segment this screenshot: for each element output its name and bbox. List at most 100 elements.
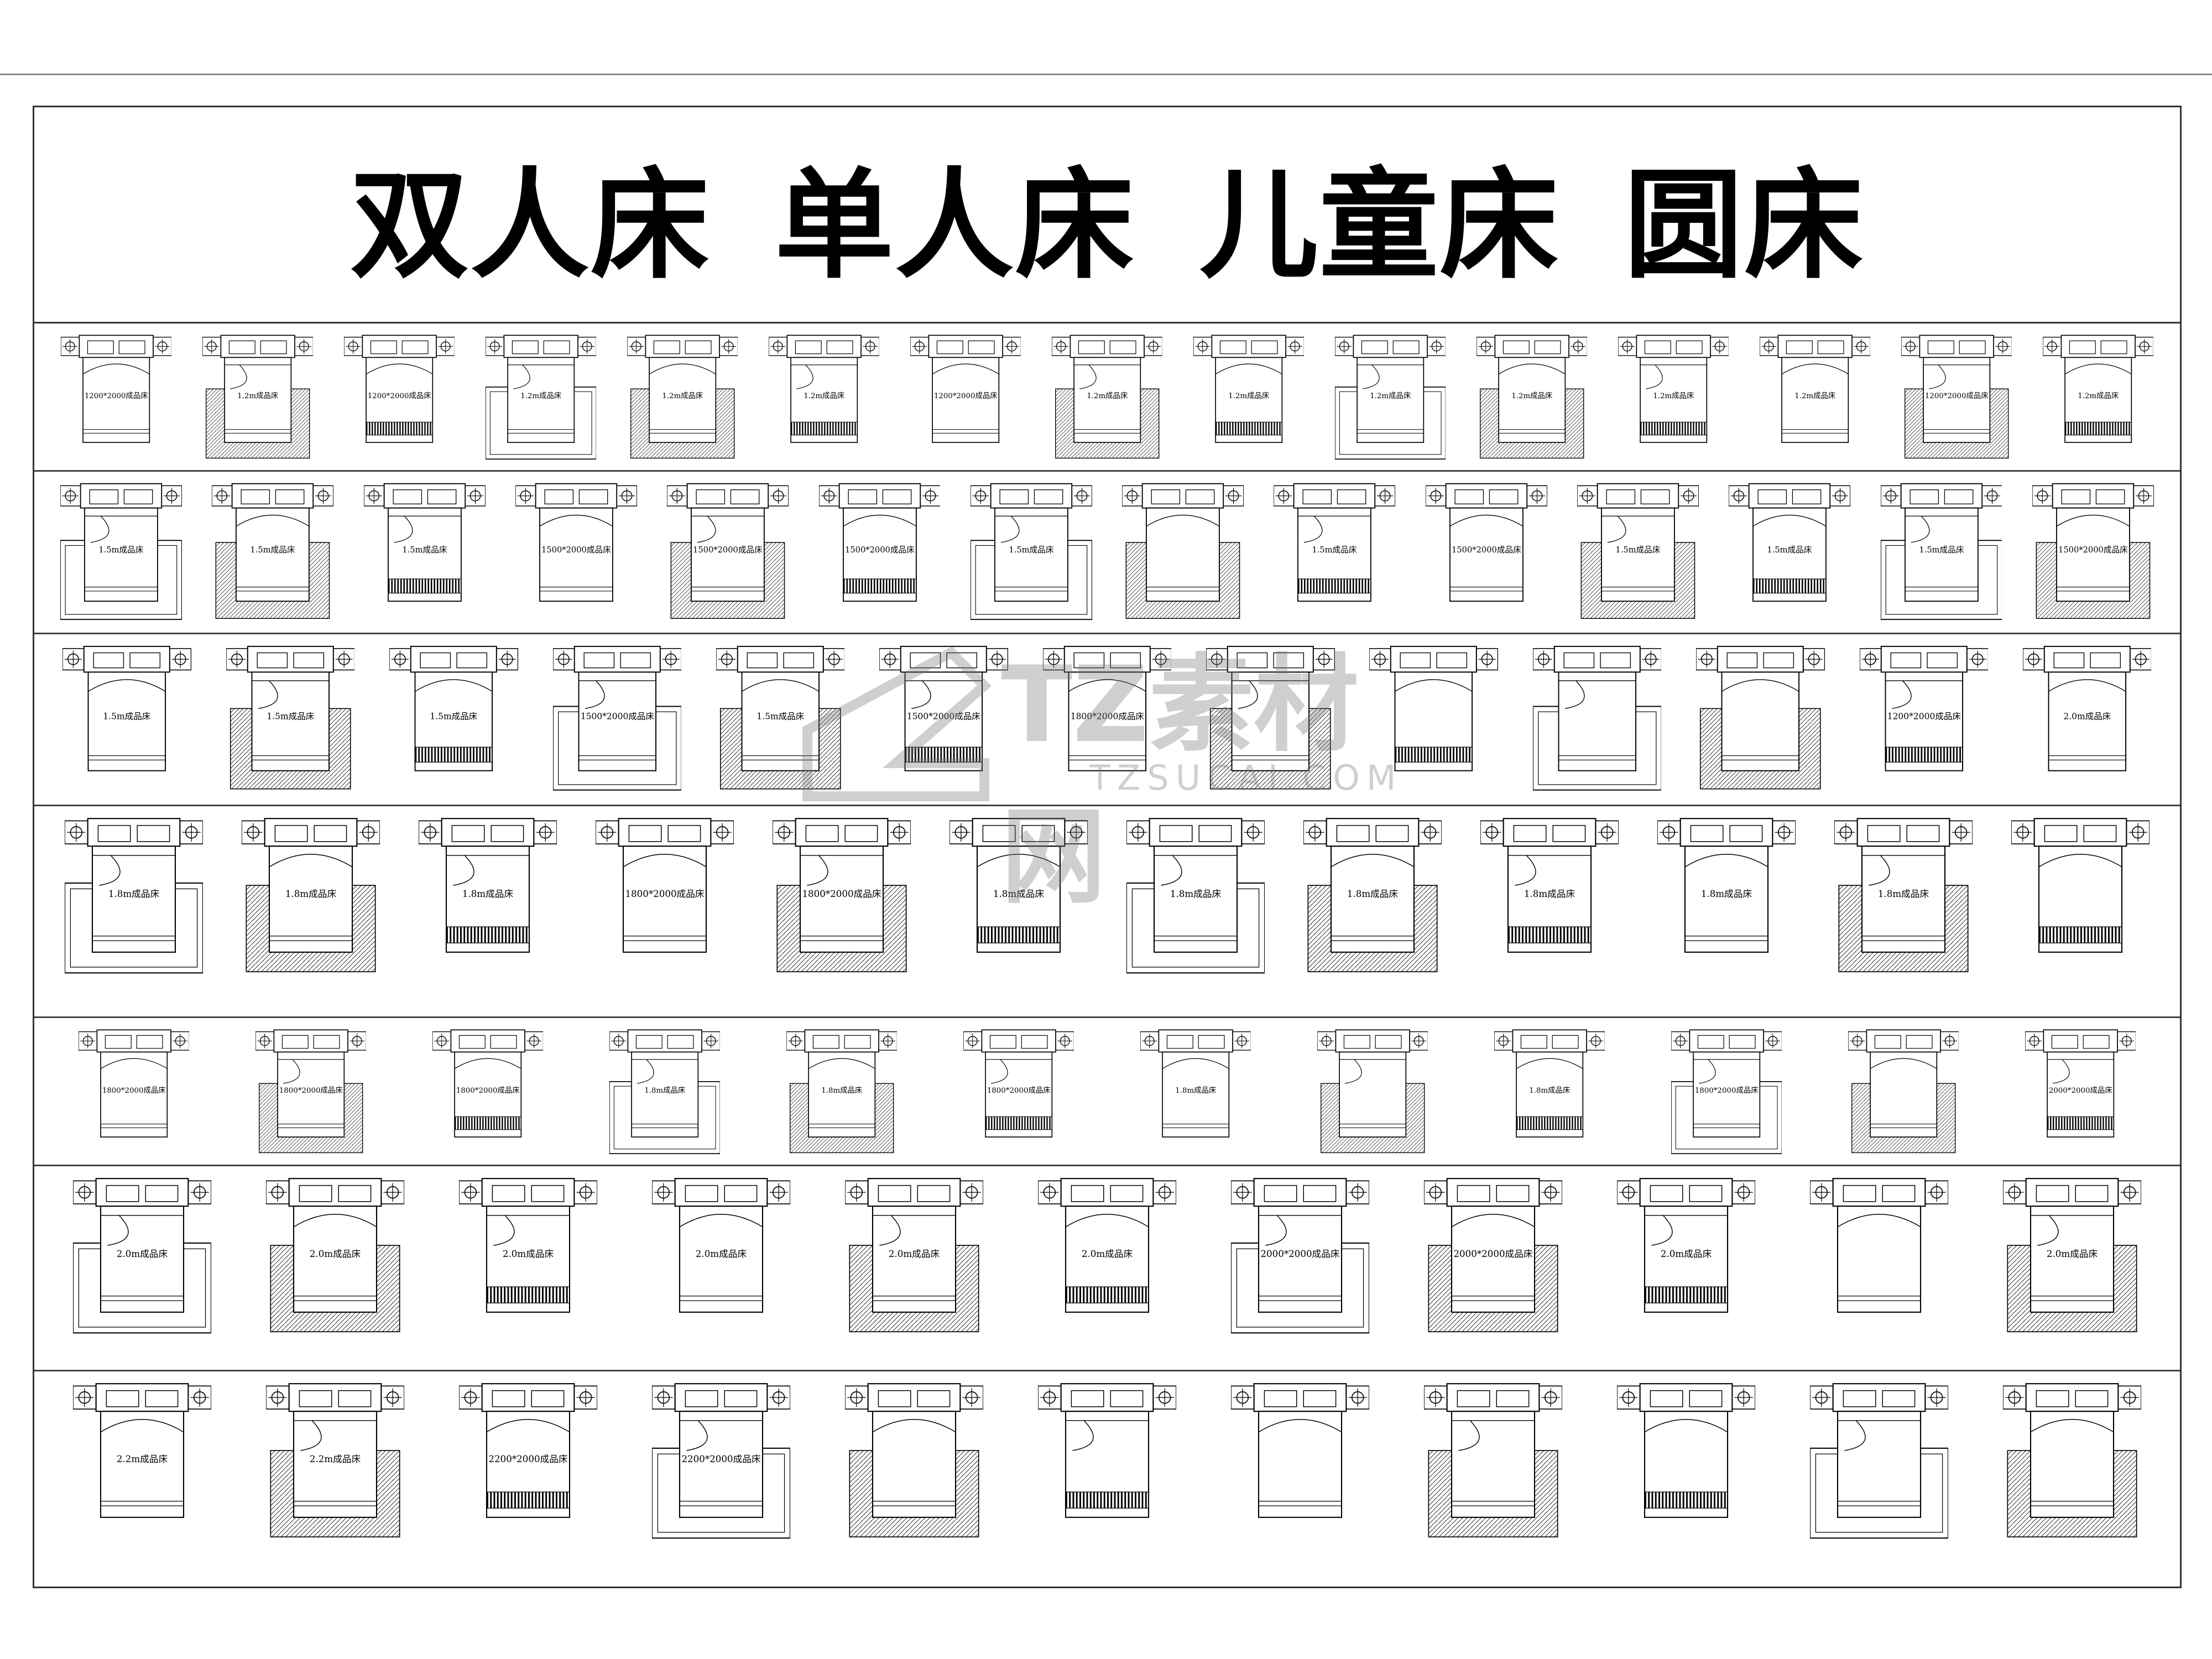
lamp-icon [1734, 1388, 1753, 1407]
lamp-icon [172, 650, 190, 668]
blanket-fold [1449, 514, 1523, 527]
mattress [277, 1051, 345, 1138]
pillow [989, 1035, 1016, 1049]
bed-symbol: 1.5m成品床 [716, 645, 845, 790]
mattress [622, 846, 707, 953]
lamp-icon [654, 1388, 673, 1407]
pillow [458, 1035, 486, 1049]
lamp-icon [952, 823, 971, 842]
mattress [1146, 507, 1220, 602]
blanket-fold [1146, 514, 1220, 527]
lamp-icon [863, 339, 878, 354]
foot-runner [486, 1491, 570, 1509]
lamp-icon [1045, 650, 1062, 668]
lamp-icon [1927, 1388, 1947, 1407]
blanket-fold [1905, 515, 1978, 543]
mattress [1153, 846, 1238, 953]
foot-runner [905, 747, 983, 763]
foot-runner [2038, 926, 2122, 943]
bed-symbol [1532, 645, 1662, 791]
mattress [872, 1206, 956, 1313]
pillow [1078, 340, 1105, 354]
lamp-icon [173, 1034, 187, 1048]
bed-symbol: 2.0m成品床 [72, 1178, 211, 1334]
bed-label: 1.5m成品床 [402, 545, 447, 555]
lamp-icon [2135, 487, 2152, 504]
pillow [1021, 825, 1055, 842]
pillow [1336, 825, 1370, 842]
lamp-icon [1995, 339, 2010, 354]
lamp-icon [80, 1034, 95, 1048]
pillow [2051, 1035, 2078, 1049]
bed-symbol: 2.0m成品床 [2022, 645, 2152, 771]
mattress [87, 671, 166, 771]
blanket-fold [1645, 1215, 1728, 1246]
lamp-icon [1152, 650, 1170, 668]
blanket-fold [454, 1058, 521, 1069]
mattress [994, 507, 1068, 602]
foot-runner [790, 421, 858, 436]
lamp-icon [359, 823, 378, 842]
bed-symbol: 1.5m成品床 [1880, 483, 2002, 620]
mattress [1258, 1411, 1343, 1518]
lamp-icon [598, 823, 617, 842]
blanket-fold [2048, 679, 2126, 692]
blanket-fold [808, 1058, 875, 1069]
blanket-fold [872, 1215, 956, 1246]
lamp-icon [1571, 339, 1585, 354]
lamp-icon [576, 1183, 595, 1202]
lamp-icon [1319, 1034, 1334, 1048]
blanket-fold [2030, 1419, 2114, 1433]
pillow [731, 489, 760, 504]
bed-symbol: 1.8m成品床 [1126, 818, 1265, 974]
lamp-icon [770, 339, 785, 354]
lamp-icon [1426, 1388, 1445, 1407]
mattress [91, 846, 176, 953]
pillow [917, 1185, 951, 1202]
mattress [1693, 1051, 1760, 1138]
bed-label: 2.2m成品床 [116, 1454, 168, 1464]
foot-runner [1507, 926, 1592, 943]
blanket-fold [1870, 1058, 1937, 1069]
lamp-icon [67, 823, 86, 842]
bed-label: 1200*2000成品床 [934, 392, 998, 400]
bed-label: 2200*2000成品床 [488, 1454, 567, 1464]
pillow [1640, 489, 1670, 504]
bed-symbol [1231, 1383, 1369, 1518]
blanket-fold [1065, 1214, 1149, 1228]
bed-symbol: 1500*2000成品床 [552, 645, 682, 791]
bed-label: 1500*2000成品床 [907, 712, 980, 722]
pillow [1375, 1035, 1402, 1049]
pillow [313, 1035, 340, 1049]
mattress [1837, 1411, 1922, 1518]
pillow [1520, 1035, 1547, 1049]
blanket-fold [1065, 1420, 1149, 1451]
bed-label: 1800*2000成品床 [456, 1086, 520, 1095]
mattress [741, 671, 820, 771]
lamp-icon [662, 650, 680, 668]
lamp-icon [1805, 650, 1823, 668]
lamp-icon [1244, 823, 1262, 842]
bed-label: 1.5m成品床 [267, 712, 314, 722]
bed-label: 1800*2000成品床 [802, 889, 881, 899]
mattress [82, 357, 150, 443]
pillow [490, 1035, 517, 1049]
bed-symbol [1617, 1383, 1756, 1518]
pillow [1454, 489, 1484, 504]
bed-symbol: 1800*2000成品床 [1671, 1029, 1782, 1154]
lamp-icon [228, 650, 246, 668]
lamp-icon [1812, 1388, 1831, 1407]
pillow [619, 652, 651, 669]
mattress [799, 846, 884, 953]
pillow [1073, 652, 1104, 669]
blanket-fold [977, 854, 1061, 868]
bed-symbol: 1.5m成品床 [226, 645, 355, 790]
lamp-icon [2120, 1388, 2140, 1407]
lamp-icon [1483, 823, 1501, 842]
pillow [1264, 1185, 1297, 1202]
bed-symbol: 1.5m成品床 [970, 483, 1092, 620]
blanket-fold [236, 514, 310, 527]
blanket-fold [1837, 1214, 1921, 1228]
